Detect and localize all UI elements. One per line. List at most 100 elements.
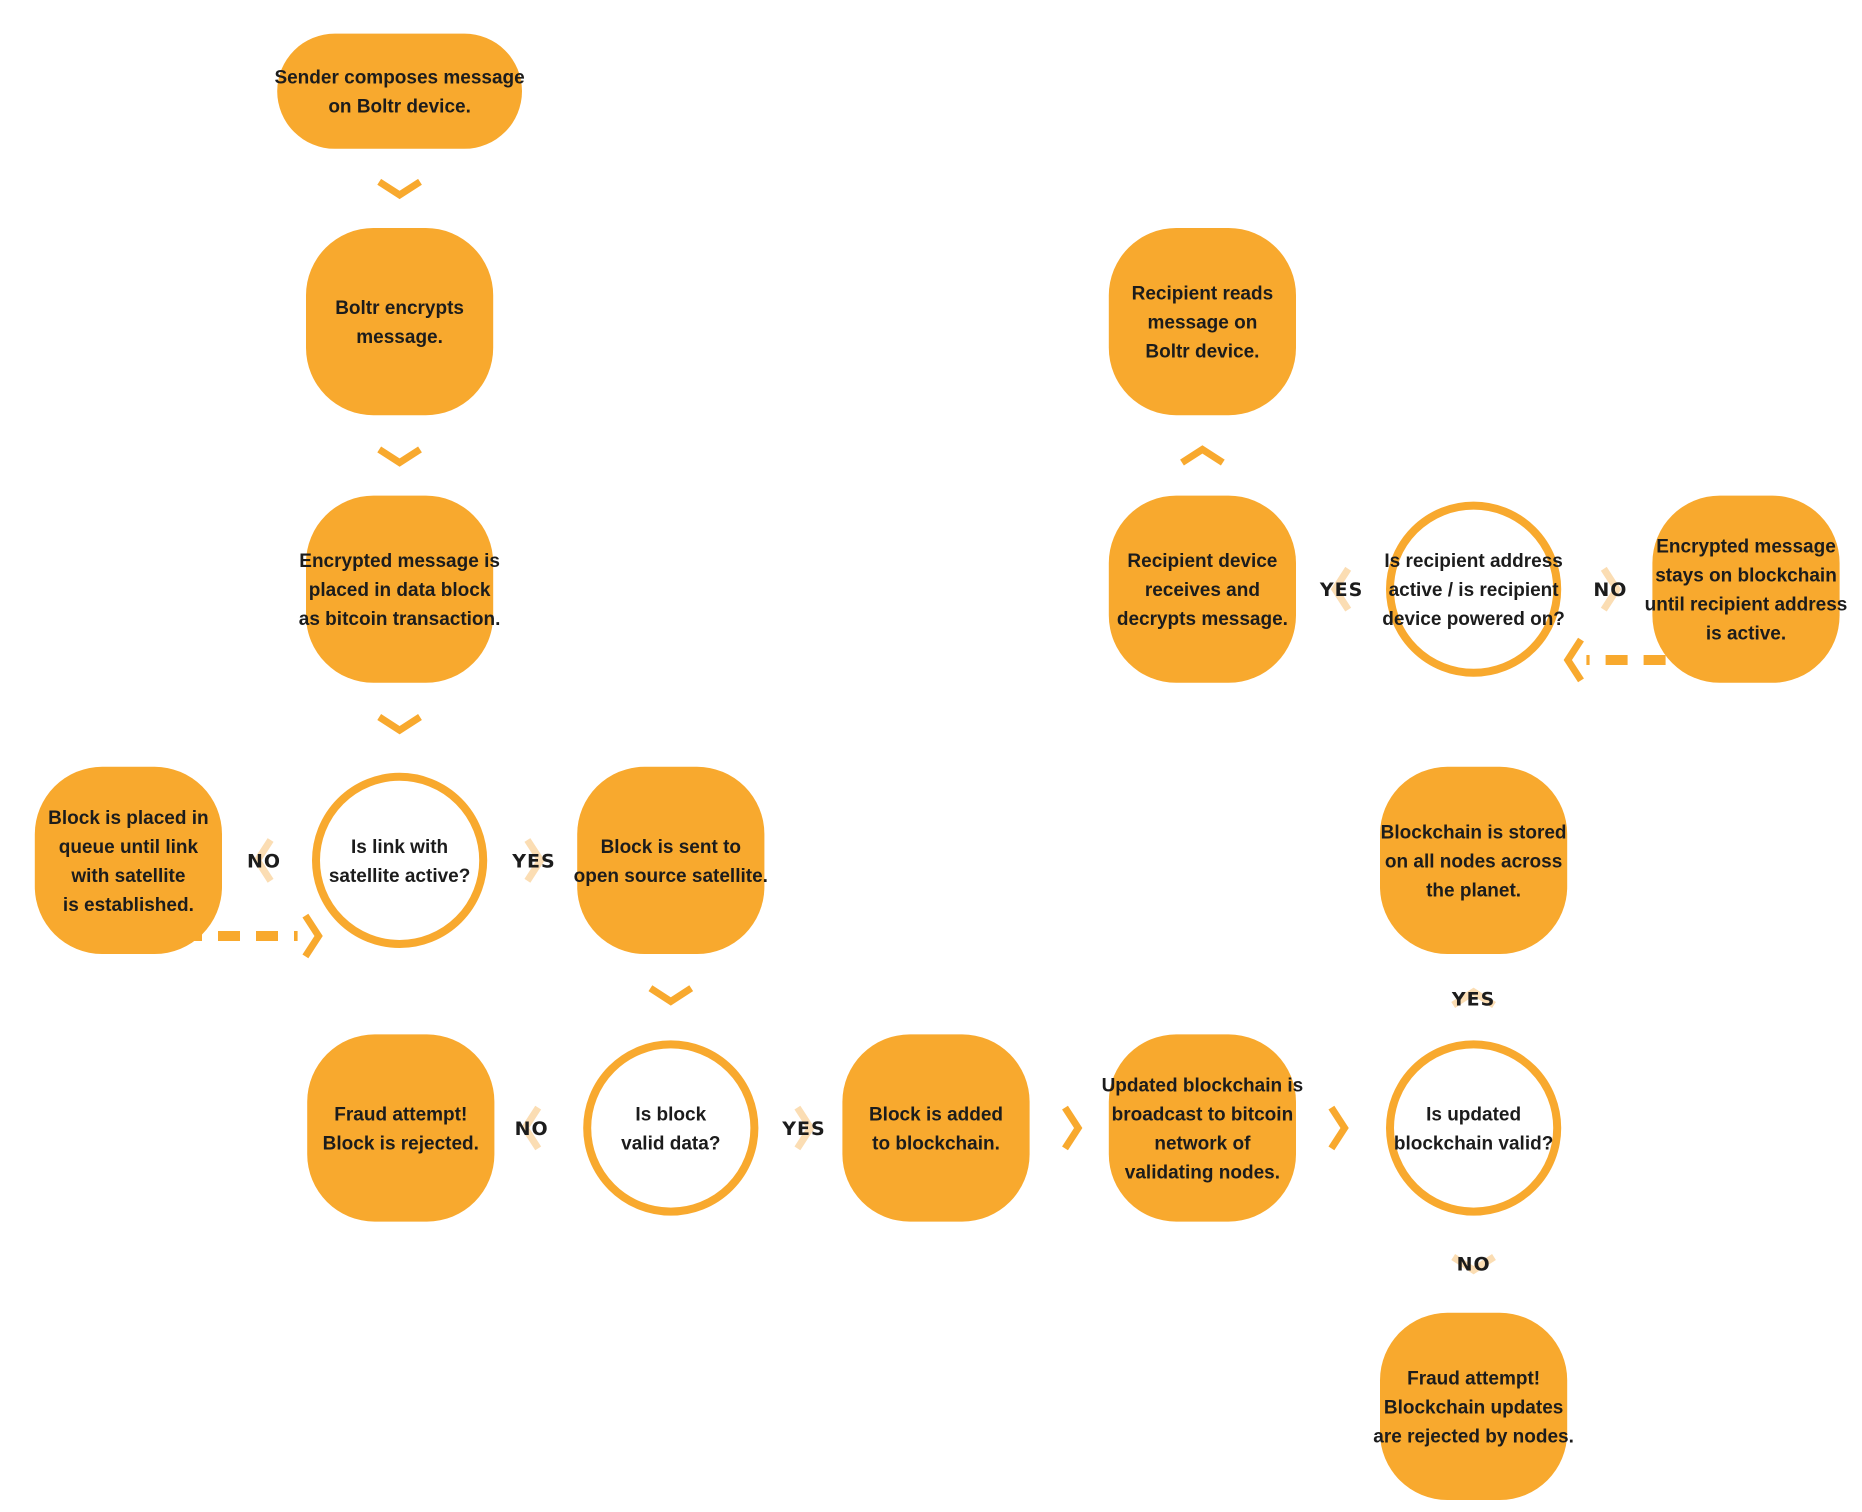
arrow-left-chevron-icon xyxy=(520,1105,542,1151)
decision-shape xyxy=(1386,1040,1562,1216)
node-label-line: Boltr encrypts xyxy=(335,298,464,319)
node-label-line: validating nodes. xyxy=(1125,1163,1280,1184)
node-recipient-active: Is recipient address active / is recipien… xyxy=(1382,501,1565,677)
node-label-line: Blockchain is stored xyxy=(1381,822,1567,843)
arrow-up-chevron-icon xyxy=(1451,987,1496,1008)
node-link-active: Is link with satellite active? xyxy=(312,772,488,949)
node-label-line: Fraud attempt! xyxy=(1407,1368,1540,1389)
decision-shape xyxy=(1386,501,1562,677)
node-label-line: receives and xyxy=(1145,580,1260,601)
edge-label: NO xyxy=(1593,579,1627,601)
arrow-right-chevron-icon xyxy=(794,1105,815,1151)
arrow-chevron-icon xyxy=(377,714,422,735)
node-label-line: satellite active? xyxy=(329,866,471,887)
node-label-line: Fraud attempt! xyxy=(334,1105,467,1126)
process-shape xyxy=(277,33,522,149)
process-shape xyxy=(306,495,494,683)
node-block-sent: Block is sent to open source satellite. xyxy=(574,766,768,954)
node-label-line: open source satellite. xyxy=(574,866,768,887)
node-label-line: is established. xyxy=(63,895,194,916)
process-shape xyxy=(34,766,222,954)
node-label-line: Block is rejected. xyxy=(323,1134,479,1155)
node-label-line: active / is recipient xyxy=(1389,580,1560,601)
node-label-line: is active. xyxy=(1706,624,1786,645)
node-label-line: on all nodes across xyxy=(1385,851,1562,872)
node-boltr-encrypts: Boltr encrypts message. xyxy=(306,228,494,416)
process-shape xyxy=(1108,1034,1296,1222)
edge-label: NO xyxy=(515,1118,549,1140)
dashed-arrow-chevron-icon xyxy=(302,913,323,959)
node-label-line: are rejected by nodes. xyxy=(1373,1426,1574,1447)
node-label-line: decrypts message. xyxy=(1117,609,1288,630)
node-label-line: placed in data block xyxy=(309,580,491,601)
node-label-line: Encrypted message xyxy=(1656,537,1836,558)
node-block-queued: Block is placed in queue until link with s… xyxy=(34,766,222,954)
node-fraud-chain: Fraud attempt! Blockchain updates are reje… xyxy=(1373,1312,1574,1500)
node-label-line: broadcast to bitcoin xyxy=(1112,1105,1294,1126)
process-shape xyxy=(306,228,494,416)
arrow-right-chevron-icon xyxy=(1328,1105,1349,1151)
node-label-line: Recipient reads xyxy=(1132,284,1274,305)
node-label-line: Sender composes message xyxy=(274,68,524,89)
node-label-line: Is updated xyxy=(1426,1105,1521,1126)
process-shape xyxy=(307,1034,495,1222)
process-shape xyxy=(1108,228,1296,416)
arrow-right-chevron-icon xyxy=(1062,1105,1083,1151)
arrow-left-chevron-icon xyxy=(253,838,274,883)
node-label-line: queue until link xyxy=(59,837,199,858)
node-label-line: Block is placed in xyxy=(48,808,209,829)
node-label-line: on Boltr device. xyxy=(328,97,471,118)
node-label-line: blockchain valid? xyxy=(1394,1134,1553,1155)
arrow-chevron-icon xyxy=(377,178,422,200)
process-shape xyxy=(842,1034,1030,1222)
process-shape xyxy=(1108,495,1296,683)
node-encrypted-placed: Encrypted message is placed in data block… xyxy=(299,495,501,683)
arrow-up-chevron-icon xyxy=(1180,445,1225,466)
arrow-right-chevron-icon xyxy=(524,838,545,883)
node-label-line: Is recipient address xyxy=(1384,551,1562,572)
process-shape xyxy=(577,766,765,954)
node-label-line: stays on blockchain xyxy=(1655,566,1837,587)
node-label-line: network of xyxy=(1154,1134,1251,1155)
node-label-line: Blockchain updates xyxy=(1384,1397,1564,1418)
node-recipient-reads: Recipient reads message on Boltr device. xyxy=(1108,228,1296,416)
node-fraud-block: Fraud attempt! Block is rejected. xyxy=(307,1034,495,1222)
node-label-line: until recipient address xyxy=(1645,595,1848,616)
node-recipient-receives: Recipient device receives and decrypts mes… xyxy=(1108,495,1296,683)
arrow-chevron-icon xyxy=(648,985,694,1006)
node-label-line: Recipient device xyxy=(1127,551,1277,572)
node-label-line: with satellite xyxy=(70,866,185,887)
process-shape xyxy=(1380,1312,1568,1500)
nodes-layer: Sender composes message on Boltr device. B… xyxy=(34,33,1848,1500)
node-label-line: message. xyxy=(356,327,443,348)
node-chain-valid: Is updated blockchain valid? xyxy=(1386,1040,1562,1216)
node-label-line: message on xyxy=(1147,313,1257,334)
edge-label: YES xyxy=(1451,988,1495,1010)
dashed-arrow-chevron-icon xyxy=(1563,637,1584,683)
edge-label: NO xyxy=(247,850,281,872)
arrow-chevron-icon xyxy=(377,446,422,467)
decision-shape xyxy=(583,1040,759,1216)
process-shape xyxy=(1380,766,1568,954)
arrow-left-chevron-icon xyxy=(1330,566,1352,612)
arrow-down-chevron-icon xyxy=(1451,1254,1496,1275)
node-label-line: valid data? xyxy=(621,1134,720,1155)
node-label-line: to blockchain. xyxy=(872,1134,1000,1155)
node-stays-on-chain: Encrypted message stays on blockchain unti… xyxy=(1645,495,1848,683)
node-label-line: Boltr device. xyxy=(1145,342,1259,363)
node-sender-composes: Sender composes message on Boltr device. xyxy=(274,33,525,149)
node-label-line: Block is sent to xyxy=(601,837,741,858)
node-label-line: as bitcoin transaction. xyxy=(299,609,501,630)
decision-shape xyxy=(312,772,488,949)
node-label-line: device powered on? xyxy=(1382,609,1565,630)
process-shape xyxy=(1652,495,1840,683)
edge-label: YES xyxy=(511,850,555,872)
node-label-line: Encrypted message is xyxy=(299,551,500,572)
node-label-line: Is link with xyxy=(351,837,448,858)
edge-label: NO xyxy=(1457,1254,1491,1276)
node-chain-stored: Blockchain is stored on all nodes across t… xyxy=(1380,766,1568,954)
node-label-line: the planet. xyxy=(1426,880,1521,901)
node-label-line: Updated blockchain is xyxy=(1102,1076,1304,1097)
